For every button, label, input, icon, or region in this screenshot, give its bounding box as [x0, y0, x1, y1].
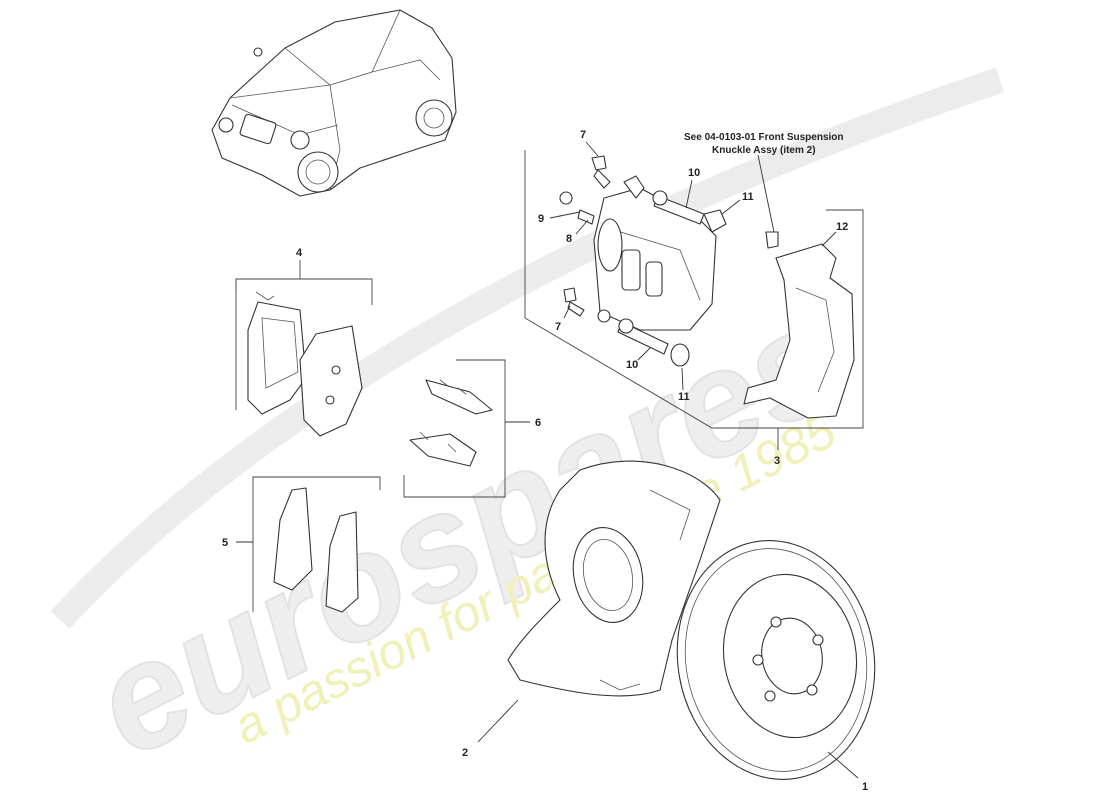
callout-7-lower: 7: [555, 321, 561, 333]
guide-pin-10-upper: [652, 190, 705, 225]
brake-dust-shield: 2: [462, 460, 721, 759]
pin-boot-11-lower: [670, 343, 690, 367]
callout-11-lower: 11: [678, 391, 690, 403]
pad-shim-outer: [325, 511, 359, 613]
pin-boot-11-upper: [703, 209, 727, 233]
guide-pin-10-lower: [617, 318, 669, 355]
brake-disc: 1: [676, 540, 876, 793]
callout-9: 9: [538, 213, 544, 225]
bolt-7-lower: [563, 287, 585, 317]
bleed-screw-8: [577, 209, 595, 225]
brake-caliper: [593, 175, 717, 331]
callout-5: 5: [222, 537, 228, 549]
callout-10-lower: 10: [626, 359, 638, 371]
knuckle-bolt: [765, 231, 779, 249]
caliper-group: 3: [524, 129, 864, 467]
pad-shim-inner: [273, 487, 313, 591]
bolt-7-upper: [591, 155, 611, 189]
caliper-bracket: [743, 243, 855, 419]
callout-7-upper: 7: [580, 129, 586, 141]
pad-clip-lower: [409, 433, 477, 467]
pad-set-group: 4: [235, 247, 373, 437]
callout-11-upper: 11: [742, 191, 754, 203]
callout-1: 1: [862, 781, 868, 793]
brake-pad-outer: [299, 325, 363, 437]
reference-note-line1: See 04-0103-01 Front Suspension: [684, 132, 844, 143]
callout-10-upper: 10: [688, 167, 700, 179]
callout-8: 8: [566, 233, 572, 245]
clip-set-group: 6: [403, 359, 541, 498]
callout-4: 4: [296, 247, 303, 259]
front-wheel: [297, 151, 339, 193]
brake-pad-inner: [247, 291, 307, 415]
bleed-cap-9: [559, 191, 573, 205]
rear-wheel: [415, 99, 453, 137]
callout-6: 6: [535, 417, 541, 429]
pad-clip-upper: [425, 379, 493, 415]
shim-set-group: 5: [222, 476, 381, 613]
callout-3: 3: [774, 455, 780, 467]
callout-12: 12: [836, 221, 848, 233]
reference-note-line2: Knuckle Assy (item 2): [712, 145, 816, 156]
callout-2: 2: [462, 747, 468, 759]
car-illustration: [211, 9, 457, 197]
